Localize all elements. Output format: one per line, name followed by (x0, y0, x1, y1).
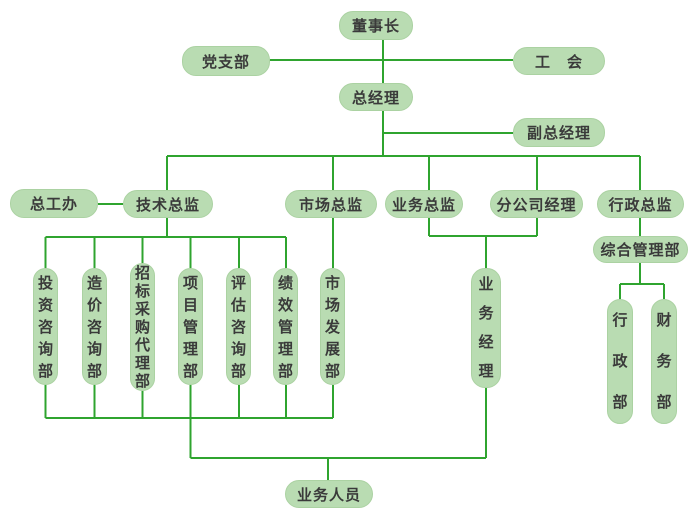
node-business-manager: 业务经理 (471, 268, 501, 388)
node-administrative-director: 行政总监 (597, 190, 684, 218)
node-label: 评估咨询部 (231, 273, 247, 380)
node-investment-consulting-dept: 投资咨询部 (33, 268, 58, 385)
node-label: 行政部 (612, 311, 628, 411)
node-performance-management-dept: 绩效管理部 (273, 268, 298, 385)
node-label: 市场发展部 (325, 273, 341, 380)
node-business-staff: 业务人员 (285, 480, 373, 508)
node-label: 绩效管理部 (278, 273, 294, 380)
node-label: 投资咨询部 (38, 273, 54, 380)
node-chief-engineer-office: 总工办 (10, 189, 98, 218)
node-label: 项目管理部 (183, 273, 199, 380)
node-administration-dept: 行政部 (607, 299, 633, 424)
node-labor-union: 工 会 (513, 47, 605, 75)
node-project-management-dept: 项目管理部 (178, 268, 203, 385)
node-party-branch: 党支部 (182, 46, 270, 76)
node-label: 业务经理 (478, 275, 494, 380)
node-market-development-dept: 市场发展部 (320, 268, 345, 385)
node-evaluation-consulting-dept: 评估咨询部 (226, 268, 251, 385)
node-label: 财务部 (656, 311, 672, 411)
node-deputy-general-manager: 副总经理 (513, 118, 605, 147)
org-connector-path (44, 40, 665, 480)
node-general-manager: 总经理 (339, 83, 413, 111)
node-label: 招标采购代理部 (135, 264, 151, 390)
node-cost-consulting-dept: 造价咨询部 (82, 268, 107, 385)
node-technical-director: 技术总监 (123, 190, 213, 218)
node-marketing-director: 市场总监 (285, 190, 377, 218)
node-label: 造价咨询部 (87, 273, 103, 380)
node-chairman: 董事长 (339, 11, 413, 40)
node-bidding-procurement-agency-dept: 招标采购代理部 (130, 263, 155, 391)
node-business-director: 业务总监 (385, 190, 463, 218)
node-general-management-dept: 综合管理部 (593, 236, 688, 263)
node-branch-company-manager: 分公司经理 (490, 190, 583, 218)
node-finance-dept: 财务部 (651, 299, 677, 424)
